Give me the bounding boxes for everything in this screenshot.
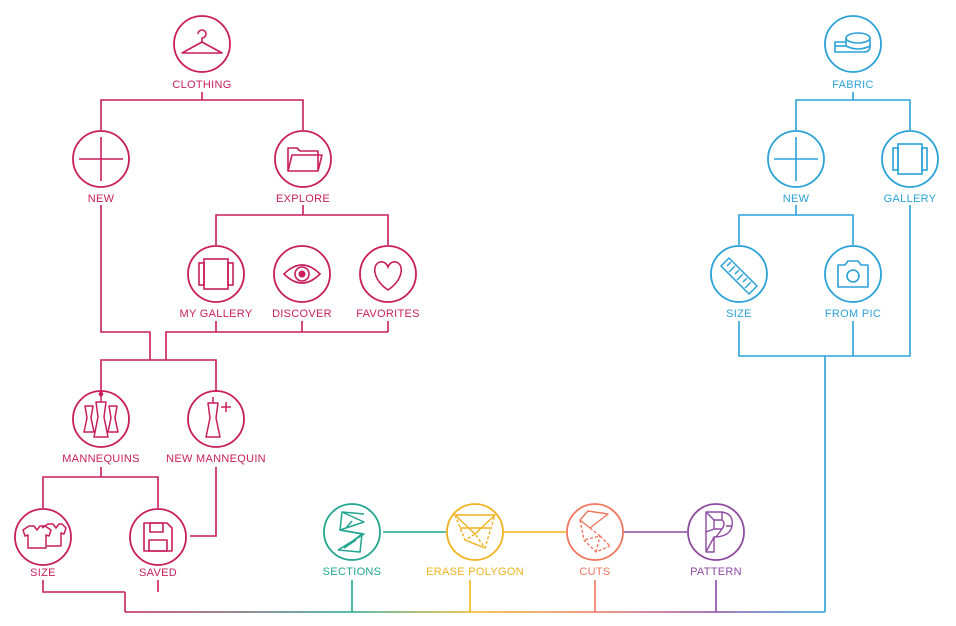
fabric-connectors: [738, 92, 911, 612]
pattern-p-icon: [705, 511, 733, 553]
fabric-size-label: SIZE: [726, 308, 752, 320]
fabric-new-circle: [767, 130, 825, 188]
hanger-icon: [181, 29, 223, 54]
fabric-gallery-label: GALLERY: [884, 193, 937, 205]
pattern-label: PATTERN: [690, 566, 742, 578]
clothing-circle: [173, 15, 231, 73]
folder-icon: [287, 147, 323, 172]
fabric-label: FABRIC: [832, 79, 874, 91]
mannequin-add-icon: [205, 397, 231, 438]
clothing-new-node[interactable]: NEW: [72, 130, 130, 205]
clothing-size-label: SIZE: [30, 567, 56, 579]
fabric-gallery-circle: [881, 130, 939, 188]
explore-label: EXPLORE: [276, 193, 330, 205]
clothing-new-circle: [72, 130, 130, 188]
saved-circle: [129, 508, 187, 566]
cuts-circle: [566, 503, 624, 561]
new-mannequin-circle: [187, 390, 245, 448]
erase-polygon-circle: [446, 503, 504, 561]
new-mannequin-label: NEW MANNEQUIN: [166, 453, 266, 465]
explore-circle: [274, 130, 332, 188]
clothing-size-circle: [14, 508, 72, 566]
sections-node[interactable]: SECTIONS: [323, 503, 382, 578]
cuts-icon: [579, 510, 611, 553]
new-mannequin-node[interactable]: NEW MANNEQUIN: [166, 390, 266, 465]
plus-icon: [79, 137, 123, 181]
process-connectors: [125, 531, 825, 613]
erase-polygon-icon: [454, 514, 496, 549]
clothing-node[interactable]: CLOTHING: [172, 15, 231, 91]
clothing-new-label: NEW: [88, 193, 115, 205]
fabric-node[interactable]: FABRIC: [824, 15, 882, 91]
shirts-icon: [22, 523, 67, 549]
discover-circle: [273, 245, 331, 303]
ruler-icon: [719, 256, 759, 296]
heart-icon: [373, 261, 403, 291]
cuts-node[interactable]: CUTS: [566, 503, 624, 578]
fabric-size-node[interactable]: SIZE: [710, 245, 768, 320]
erase-polygon-node[interactable]: ERASE POLYGON: [426, 503, 524, 578]
my-gallery-node[interactable]: MY GALLERY: [180, 245, 253, 320]
pattern-circle: [687, 503, 745, 561]
favorites-label: FAVORITES: [356, 308, 420, 320]
plus-icon: [774, 137, 818, 181]
fabric-size-circle: [710, 245, 768, 303]
sections-circle: [323, 503, 381, 561]
mannequins-node[interactable]: MANNEQUINS: [62, 390, 140, 465]
from-pic-circle: [824, 245, 882, 303]
sections-label: SECTIONS: [323, 566, 382, 578]
gallery-icon: [198, 258, 234, 290]
clothing-size-node[interactable]: SIZE: [14, 508, 72, 579]
saved-node[interactable]: SAVED: [129, 508, 187, 579]
from-pic-label: FROM PIC: [825, 308, 881, 320]
fabric-gallery-node[interactable]: GALLERY: [881, 130, 939, 205]
saved-label: SAVED: [139, 567, 177, 579]
mannequins-label: MANNEQUINS: [62, 453, 140, 465]
cuts-label: CUTS: [579, 566, 610, 578]
fabric-roll-icon: [834, 32, 871, 53]
fabric-new-node[interactable]: NEW: [767, 130, 825, 205]
erase-polygon-label: ERASE POLYGON: [426, 566, 524, 578]
favorites-circle: [359, 245, 417, 303]
clothing-label: CLOTHING: [172, 79, 231, 91]
gallery-icon: [892, 143, 928, 175]
favorites-node[interactable]: FAVORITES: [356, 245, 420, 320]
my-gallery-circle: [187, 245, 245, 303]
mannequins-icon: [83, 391, 119, 438]
pattern-node[interactable]: PATTERN: [687, 503, 745, 578]
discover-node[interactable]: DISCOVER: [272, 245, 332, 320]
fabric-circle: [824, 15, 882, 73]
sections-s-icon: [337, 511, 365, 553]
explore-node[interactable]: EXPLORE: [274, 130, 332, 205]
fabric-new-label: NEW: [783, 193, 810, 205]
discover-label: DISCOVER: [272, 308, 332, 320]
camera-icon: [837, 260, 869, 288]
eye-icon: [282, 264, 322, 284]
my-gallery-label: MY GALLERY: [180, 308, 253, 320]
clothing-connectors: [42, 92, 389, 612]
from-pic-node[interactable]: FROM PIC: [824, 245, 882, 320]
floppy-disk-icon: [143, 522, 173, 552]
mannequins-circle: [72, 390, 130, 448]
